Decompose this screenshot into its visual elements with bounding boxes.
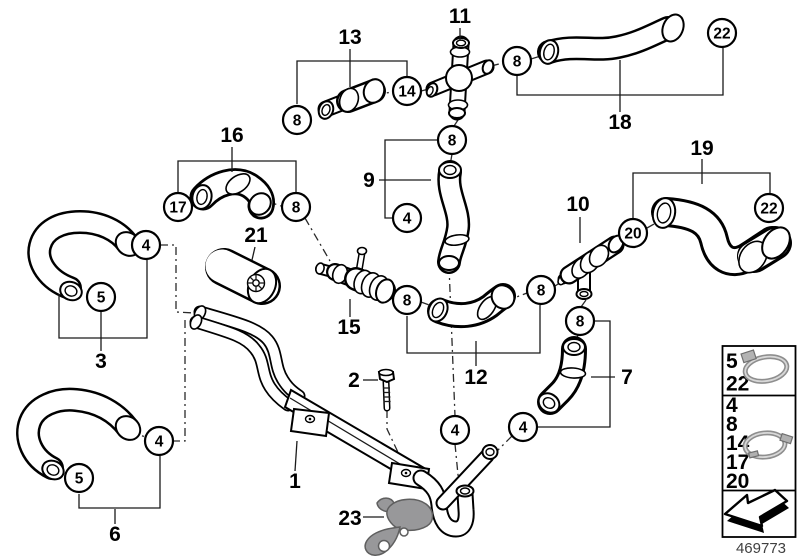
spring-band-clamp-icon [742, 430, 794, 460]
part-1-pipe-assembly[interactable] [188, 304, 499, 538]
part-label-7[interactable]: 7 [621, 366, 633, 389]
svg-text:4: 4 [155, 434, 164, 451]
part-23-clip[interactable] [364, 497, 434, 556]
svg-text:22: 22 [713, 26, 730, 43]
legend-number-17: 17 [726, 451, 749, 474]
part-label-6[interactable]: 6 [109, 523, 121, 546]
part-label-1[interactable]: 1 [289, 470, 301, 493]
balloon-8[interactable]: 8 [564, 305, 596, 337]
part-19-hose[interactable] [650, 196, 795, 278]
part-label-2[interactable]: 2 [348, 369, 360, 392]
balloon-22[interactable]: 22 [753, 192, 785, 224]
balloon-5[interactable]: 5 [63, 462, 95, 494]
balloon-17[interactable]: 17 [162, 191, 194, 223]
svg-text:8: 8 [576, 314, 585, 331]
svg-text:17: 17 [169, 200, 186, 217]
balloon-8[interactable]: 8 [436, 124, 468, 156]
part-label-19[interactable]: 19 [690, 137, 713, 160]
part-3-hose[interactable] [27, 209, 145, 303]
svg-text:4: 4 [519, 420, 528, 437]
part-7-hose[interactable] [535, 336, 587, 417]
view-direction-arrow-icon [723, 488, 789, 533]
svg-text:4: 4 [142, 238, 151, 255]
svg-text:8: 8 [403, 293, 412, 310]
balloon-4[interactable]: 4 [130, 229, 162, 261]
part-label-18[interactable]: 18 [608, 111, 632, 134]
part-18-hose[interactable] [537, 11, 687, 66]
balloon-4[interactable]: 4 [439, 414, 471, 446]
svg-text:8: 8 [513, 54, 522, 71]
part-label-11[interactable]: 11 [449, 5, 472, 28]
svg-text:4: 4 [403, 211, 412, 228]
part-label-16[interactable]: 16 [220, 124, 243, 147]
balloon-14[interactable]: 14 [391, 75, 423, 107]
part-12-hose[interactable] [425, 281, 519, 329]
part-label-10[interactable]: 10 [566, 193, 589, 216]
leader-lines [58, 28, 771, 524]
part-13-hose[interactable] [316, 76, 387, 121]
balloon-4[interactable]: 4 [391, 202, 423, 234]
part-16-hose[interactable] [189, 168, 275, 220]
legend-number-20: 20 [726, 470, 749, 493]
legend-number-8: 8 [726, 413, 738, 436]
svg-text:14: 14 [398, 84, 416, 101]
balloon-8[interactable]: 8 [525, 274, 557, 306]
svg-text:20: 20 [624, 226, 641, 243]
part-label-3[interactable]: 3 [95, 350, 107, 373]
balloon-20[interactable]: 20 [617, 217, 649, 249]
balloon-8[interactable]: 8 [501, 45, 533, 77]
svg-text:5: 5 [75, 471, 84, 488]
svg-text:8: 8 [292, 200, 301, 217]
part-label-15[interactable]: 15 [337, 316, 361, 339]
svg-text:22: 22 [760, 201, 777, 218]
balloon-8[interactable]: 8 [280, 191, 312, 223]
svg-text:8: 8 [537, 283, 546, 300]
svg-text:5: 5 [97, 290, 106, 307]
balloon-5[interactable]: 5 [85, 281, 117, 313]
part-9-hose[interactable] [437, 160, 471, 274]
part-6-hose[interactable] [16, 387, 145, 483]
part-15-valve[interactable] [315, 246, 397, 306]
svg-text:8: 8 [293, 113, 302, 130]
part-21-sleeve[interactable] [205, 248, 282, 308]
balloon-22[interactable]: 22 [706, 17, 738, 49]
part-label-9[interactable]: 9 [363, 169, 375, 192]
part-2-bolt[interactable] [377, 368, 396, 412]
part-label-12[interactable]: 12 [464, 366, 487, 389]
balloon-4[interactable]: 4 [143, 425, 175, 457]
part-label-13[interactable]: 13 [338, 26, 361, 49]
part-label-23[interactable]: 23 [338, 507, 361, 530]
balloon-4[interactable]: 4 [507, 411, 539, 443]
svg-text:4: 4 [451, 423, 460, 440]
worm-drive-clamp-icon [740, 349, 790, 384]
part-label-21[interactable]: 21 [244, 224, 268, 247]
legend-number-5: 5 [726, 350, 738, 373]
part-10-t-connector[interactable] [556, 233, 626, 300]
legend-number-22: 22 [726, 373, 749, 396]
balloon-8[interactable]: 8 [391, 284, 423, 316]
balloon-8[interactable]: 8 [281, 104, 313, 136]
svg-text:8: 8 [448, 133, 457, 150]
legend-number-4: 4 [726, 394, 738, 417]
diagram-number: 469773 [736, 540, 786, 557]
part-11-cross-connector[interactable] [425, 35, 496, 121]
